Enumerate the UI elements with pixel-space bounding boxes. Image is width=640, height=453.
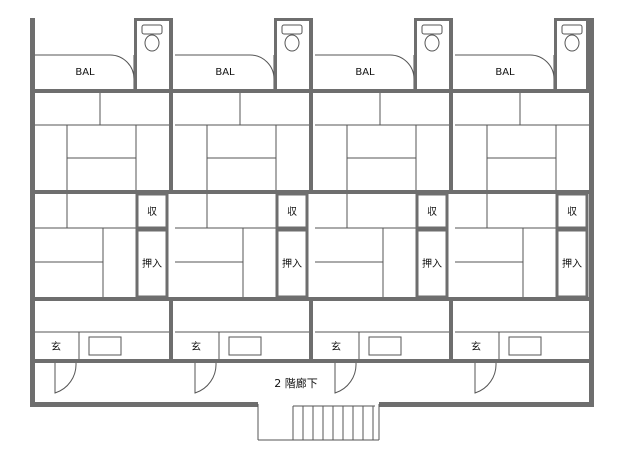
balcony-door-swing: [389, 54, 415, 80]
balcony-label: BAL: [355, 67, 375, 78]
unit-1: BAL 収 押入 玄: [35, 18, 173, 394]
closet-label: 押入: [142, 257, 162, 270]
stair: [257, 404, 380, 441]
entrance-label: 玄: [51, 340, 61, 353]
closet-label: 押入: [562, 257, 582, 270]
balcony-door-swing: [249, 54, 275, 80]
entrance-door-swing: [194, 362, 217, 394]
entrance-door-swing: [54, 362, 77, 394]
storage-label: 収: [567, 206, 577, 218]
balcony-label: BAL: [495, 67, 515, 78]
entrance-door-swing: [474, 362, 497, 394]
balcony-door-swing: [109, 54, 135, 80]
toilet-icon: [281, 24, 303, 52]
entrance-door-swing: [334, 362, 357, 394]
unit-2: BAL 収 押入 玄: [175, 18, 313, 394]
closet-label: 押入: [422, 257, 442, 270]
toilet-icon: [421, 24, 443, 52]
unit-3: BAL 収 押入 玄: [315, 18, 453, 394]
storage-label: 収: [287, 206, 297, 218]
toilet-icon: [561, 24, 583, 52]
balcony-label: BAL: [215, 67, 235, 78]
unit-4: BAL 収 押入 玄: [455, 18, 591, 394]
entrance-label: 玄: [191, 340, 201, 353]
entrance-label: 玄: [331, 340, 341, 353]
toilet-icon: [141, 24, 163, 52]
closet-label: 押入: [282, 257, 302, 270]
storage-label: 収: [147, 206, 157, 218]
balcony-label: BAL: [75, 67, 95, 78]
balcony-door-swing: [529, 54, 555, 80]
entrance-label: 玄: [471, 340, 481, 353]
storage-label: 収: [427, 206, 437, 218]
corridor-label: 2 階廊下: [274, 376, 318, 390]
